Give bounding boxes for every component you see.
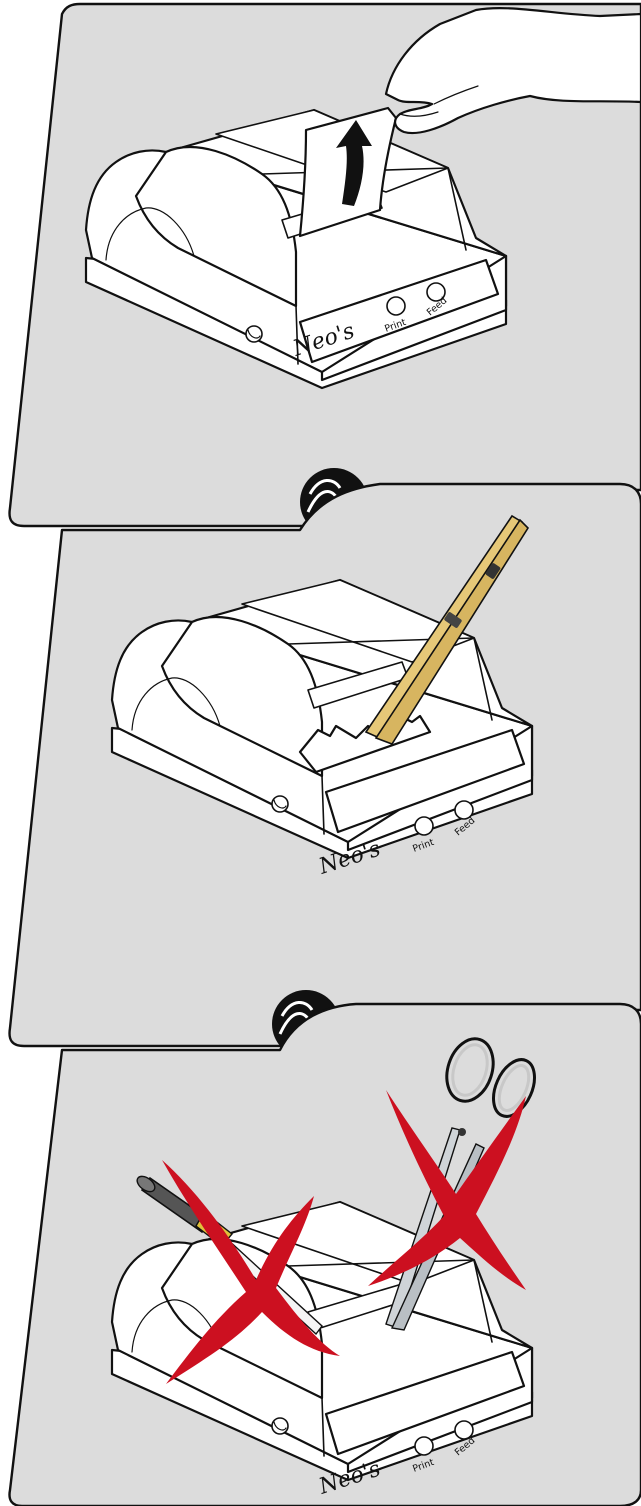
print-button-icon bbox=[387, 297, 405, 315]
print-button-icon bbox=[415, 817, 433, 835]
step-1-panel: Neo's Print Feed bbox=[10, 4, 641, 526]
print-button-icon bbox=[415, 1437, 433, 1455]
step-3-panel: Neo's Print Feed bbox=[10, 1004, 641, 1506]
step-2-panel: Neo's Print Feed bbox=[10, 484, 641, 1046]
